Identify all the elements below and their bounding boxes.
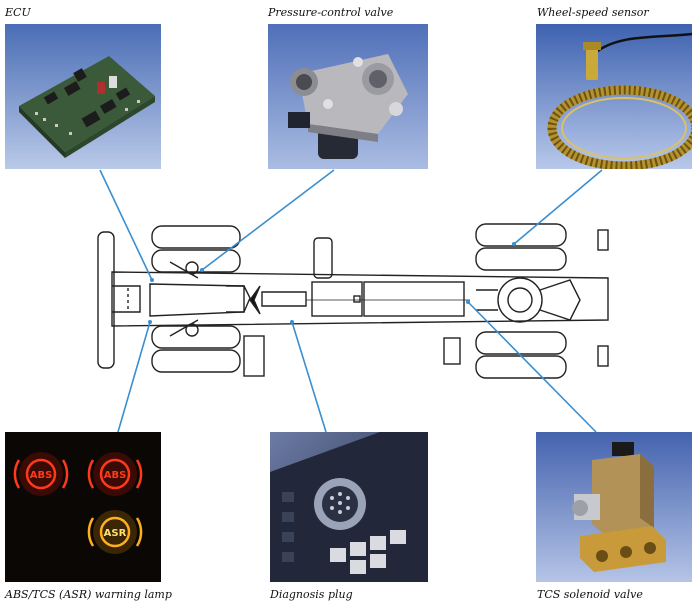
rear-wheel-right-inner (475, 331, 567, 355)
ecu-photo (5, 24, 161, 169)
diagnosis-plug-leader-line (291, 321, 327, 433)
abs-lamp-right-text: ABS (104, 470, 127, 481)
asr-lamp-text: ASR (104, 528, 127, 539)
ecu-leader-line (99, 169, 153, 281)
rear-wheel-right-outer (475, 355, 567, 379)
warning-lamp-photo: ABS ABS ASR (5, 432, 161, 582)
rear-wheel-left-inner (475, 247, 567, 271)
abs-lamp-left-text: ABS (30, 470, 53, 481)
asr-lamp-icon: ASR (87, 510, 143, 554)
diagnosis-plug-photo (270, 432, 428, 582)
pressure-control-valve-leader-line (201, 169, 335, 271)
ecu-caption: ECU (5, 6, 31, 19)
abs-lamp-right-icon: ABS (87, 452, 143, 496)
fuel-filler (313, 237, 333, 279)
pressure-control-valve-photo (268, 24, 428, 169)
wheel-speed-sensor-leader-line (513, 169, 603, 245)
wheel-speed-sensor-photo (536, 24, 692, 169)
frame-outline (111, 271, 609, 327)
gearbox (261, 291, 307, 307)
diagnosis-plug-caption: Diagnosis plug (270, 588, 353, 601)
differential (497, 277, 543, 323)
fuel-tank (311, 281, 363, 317)
tcs-solenoid-valve-photo (536, 432, 692, 582)
front-wheel-left-lower (151, 249, 241, 273)
warning-lamp-leader-line (117, 321, 151, 433)
engine (149, 283, 251, 317)
battery-box (243, 335, 265, 377)
front-wheel-right-lower (151, 349, 241, 373)
wheel-speed-sensor-caption: Wheel-speed sensor (537, 6, 649, 19)
abs-lamp-left-icon: ABS (13, 452, 69, 496)
tcs-solenoid-valve-caption: TCS solenoid valve (537, 588, 643, 601)
tcs-solenoid-valve-leader-line (467, 301, 597, 433)
front-bumper (97, 231, 115, 369)
front-wheel-left-upper (151, 225, 241, 249)
pressure-control-valve-caption: Pressure-control valve (268, 6, 394, 19)
rear-wheel-left-outer (475, 223, 567, 247)
air-reservoir (363, 281, 465, 317)
tool-box (443, 337, 461, 365)
warning-lamp-caption: ABS/TCS (ASR) warning lamp (5, 588, 172, 601)
front-wheel-right-upper (151, 325, 241, 349)
